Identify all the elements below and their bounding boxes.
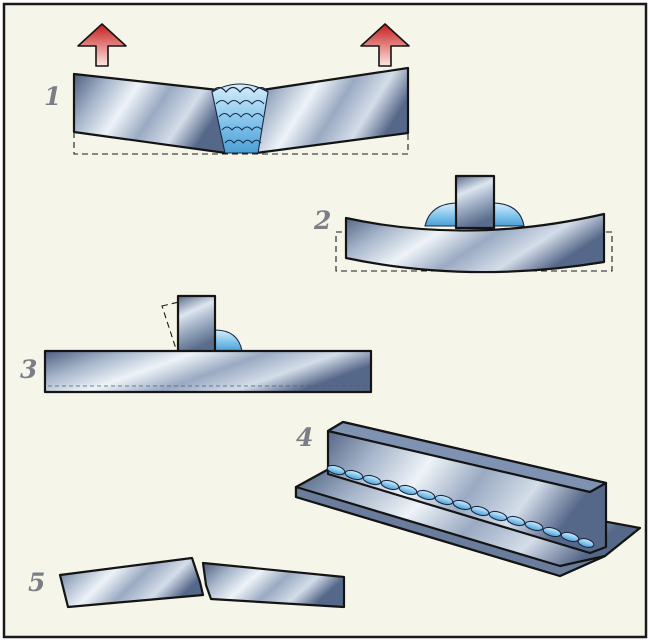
fillet-weld-right	[493, 202, 525, 227]
plate-right	[201, 561, 346, 609]
figure-5: 5	[28, 556, 346, 609]
flange-edge	[294, 485, 607, 578]
figure-label-5: 5	[28, 568, 45, 597]
figure-label-3: 3	[20, 355, 37, 384]
plate-left	[58, 556, 205, 609]
web-top-edge	[326, 420, 608, 494]
figure-3: 3	[20, 294, 373, 394]
up-arrow-right	[360, 23, 410, 67]
up-arrow-left	[77, 23, 127, 67]
base-plate	[43, 349, 373, 394]
weld-bead-line	[326, 464, 595, 548]
weld-cap	[211, 86, 269, 93]
base-plate-bowed	[344, 212, 606, 274]
figure-2: 2	[313, 174, 613, 274]
weld-ripples	[215, 100, 265, 144]
stem-plate	[176, 294, 217, 354]
figure-1: 1	[44, 23, 410, 155]
figure-label-4: 4	[296, 423, 313, 452]
stem-plate	[454, 174, 496, 230]
figure-label-2: 2	[313, 206, 331, 235]
figure-label-1: 1	[44, 82, 61, 111]
figure-4: 4	[294, 420, 642, 578]
